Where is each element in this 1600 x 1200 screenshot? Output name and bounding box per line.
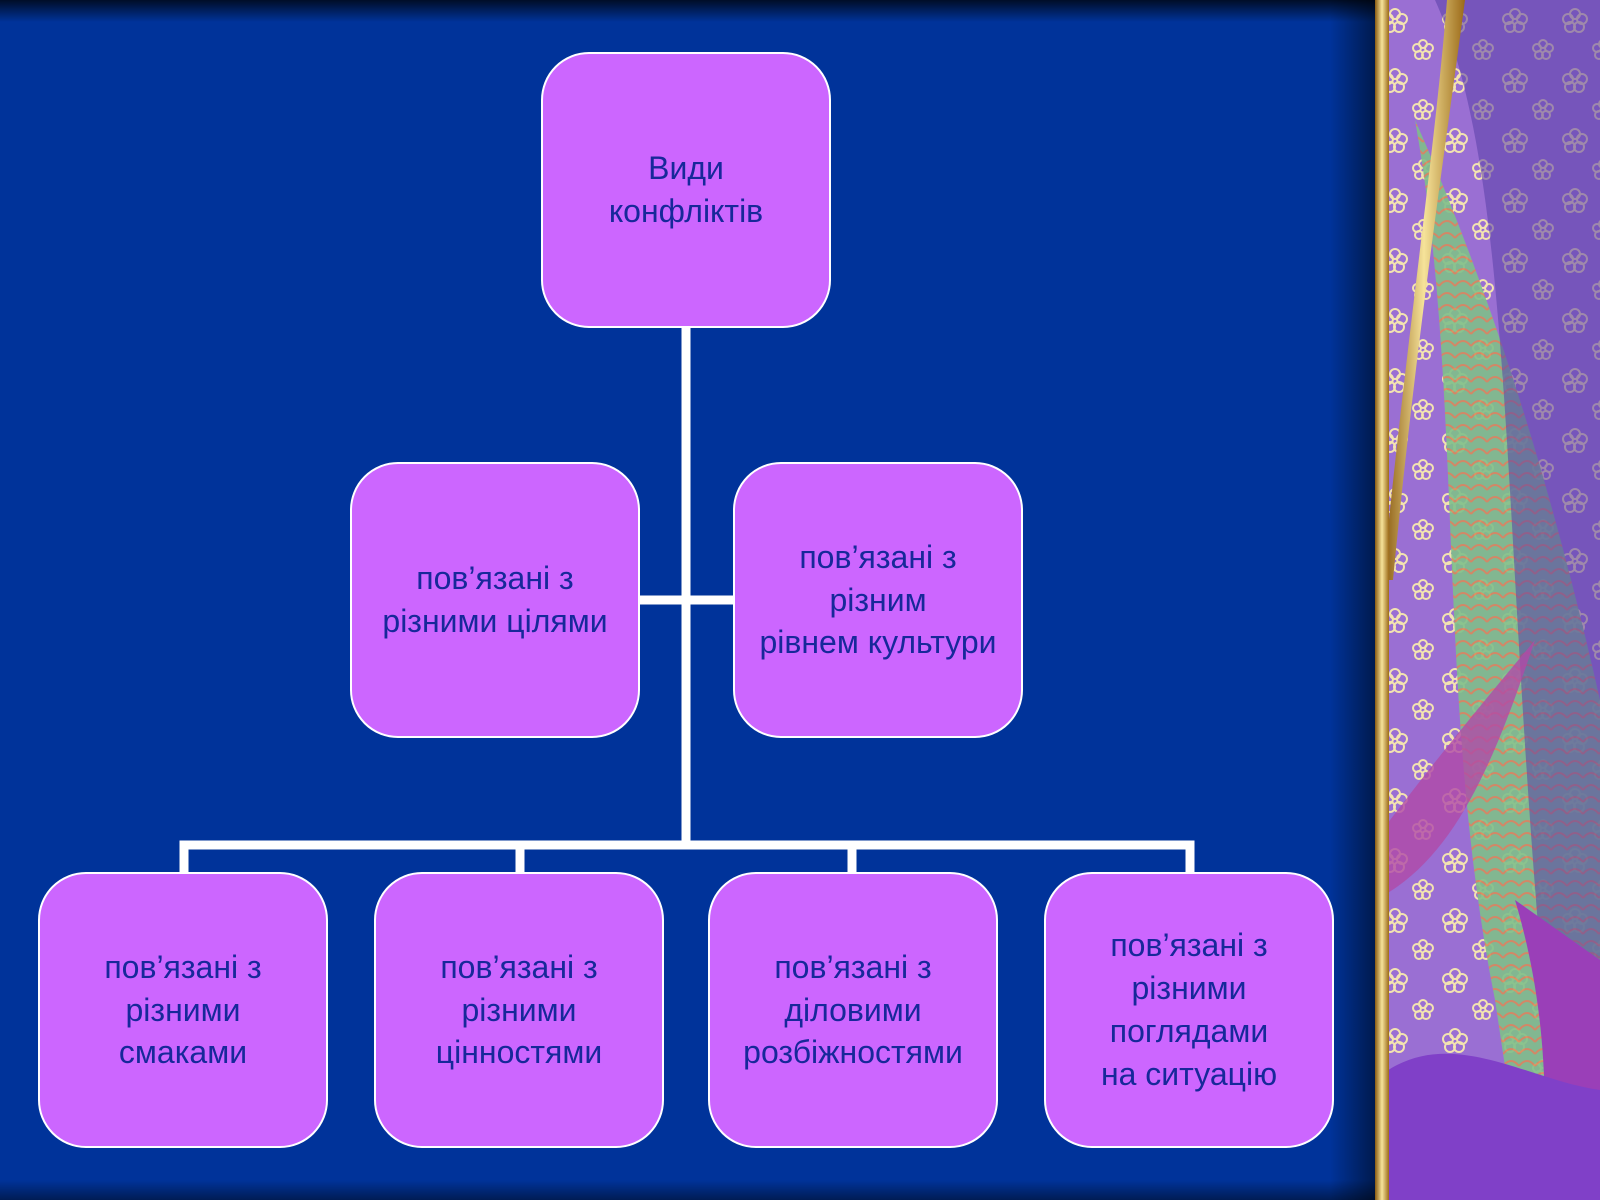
node-different-culture-level: пов’язані з різним рівнем культури: [733, 462, 1023, 738]
decorative-drapery-panel: [1375, 0, 1600, 1200]
node-different-tastes: пов’язані з різними смаками: [38, 872, 328, 1148]
node-different-values: пов’язані з різними цінностями: [374, 872, 664, 1148]
node-different-views: пов’язані з різними поглядами на ситуаці…: [1044, 872, 1334, 1148]
node-business-disagreements: пов’язані з діловими розбіжностями: [708, 872, 998, 1148]
connector-lines: [179, 323, 1195, 877]
node-root-conflict-types: Види конфліктів: [541, 52, 831, 328]
node-different-goals: пов’язані з різними цілями: [350, 462, 640, 738]
